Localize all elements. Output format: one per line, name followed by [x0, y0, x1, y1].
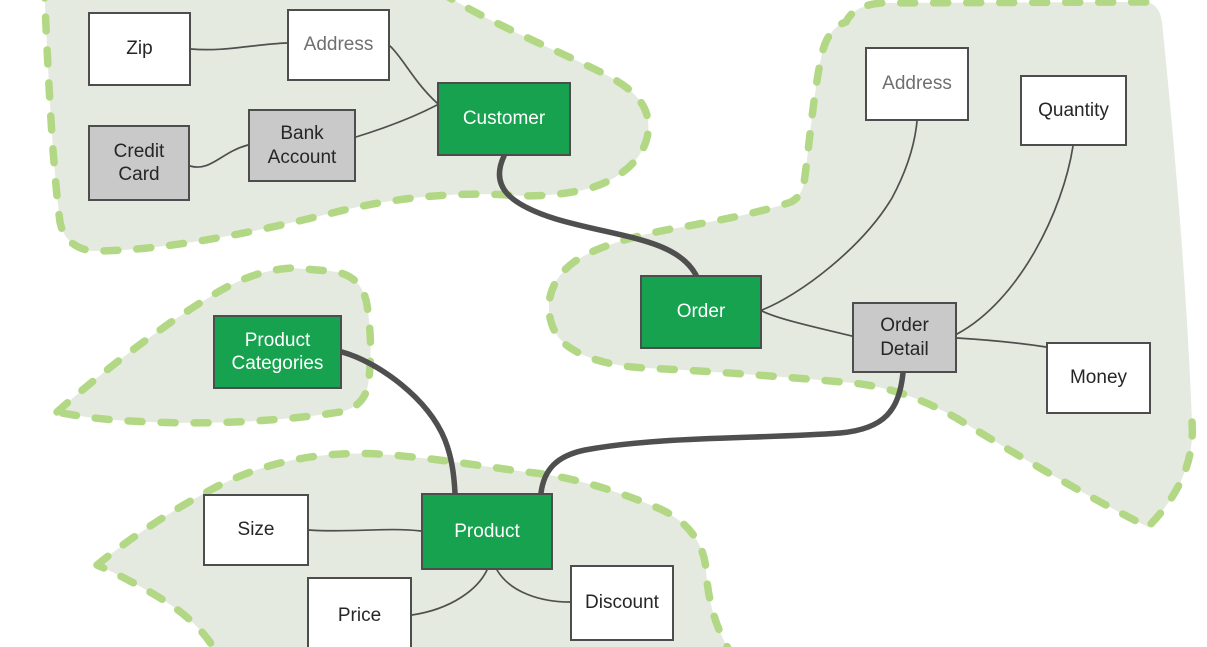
node-label: Quantity — [1038, 99, 1109, 121]
edge-credit-card-bank-account — [189, 144, 249, 168]
node-product: Product — [421, 493, 553, 570]
edge-order-order-detail — [761, 310, 853, 337]
node-zip: Zip — [88, 12, 191, 86]
node-money: Money — [1046, 342, 1151, 414]
edge-product-price — [411, 569, 488, 616]
node-label: Discount — [585, 592, 659, 614]
node-label: Credit Card — [113, 140, 165, 185]
node-quantity: Quantity — [1020, 75, 1127, 146]
cluster-customer-context-border — [40, 0, 653, 255]
edge-product-categories-product — [339, 349, 458, 496]
node-label: Money — [1069, 367, 1128, 389]
node-label: Bank Account — [267, 123, 337, 168]
node-label: Order Detail — [880, 315, 929, 360]
node-label: Zip — [126, 38, 153, 60]
node-size: Size — [203, 494, 309, 566]
cluster-order-context-border — [545, 0, 1197, 531]
node-address-order: Address — [865, 47, 969, 121]
edge-order-address-order — [761, 120, 918, 311]
edge-zip-address-customer — [190, 42, 288, 51]
node-label: Product Categories — [231, 329, 324, 374]
node-label: Order — [676, 301, 726, 323]
edge-product-discount — [496, 569, 571, 603]
node-label: Address — [882, 73, 952, 95]
node-price: Price — [307, 577, 412, 647]
node-credit-card: Credit Card — [88, 125, 190, 201]
node-discount: Discount — [570, 565, 674, 641]
node-label: Size — [237, 519, 275, 541]
edge-customer-order — [496, 153, 699, 278]
edge-address-customer-customer — [389, 45, 438, 104]
edge-order-detail-product — [538, 370, 906, 496]
edge-size-product — [308, 528, 422, 532]
node-label: Price — [337, 604, 382, 626]
node-order: Order — [640, 275, 762, 349]
cluster-product-context-border — [93, 449, 732, 647]
node-product-categories: Product Categories — [213, 315, 342, 389]
node-order-detail: Order Detail — [852, 302, 957, 373]
edge-order-detail-money — [956, 337, 1047, 348]
node-label: Customer — [462, 108, 546, 130]
cluster-product-categories-context-border — [53, 264, 375, 427]
edge-quantity-order-detail — [956, 145, 1074, 335]
edges-layer — [189, 42, 1074, 616]
node-label: Address — [303, 34, 374, 56]
node-bank-account: Bank Account — [248, 109, 356, 182]
node-address-customer: Address — [287, 9, 390, 81]
edge-bank-account-customer — [355, 104, 438, 138]
node-customer: Customer — [437, 82, 571, 156]
node-label: Product — [454, 520, 520, 542]
